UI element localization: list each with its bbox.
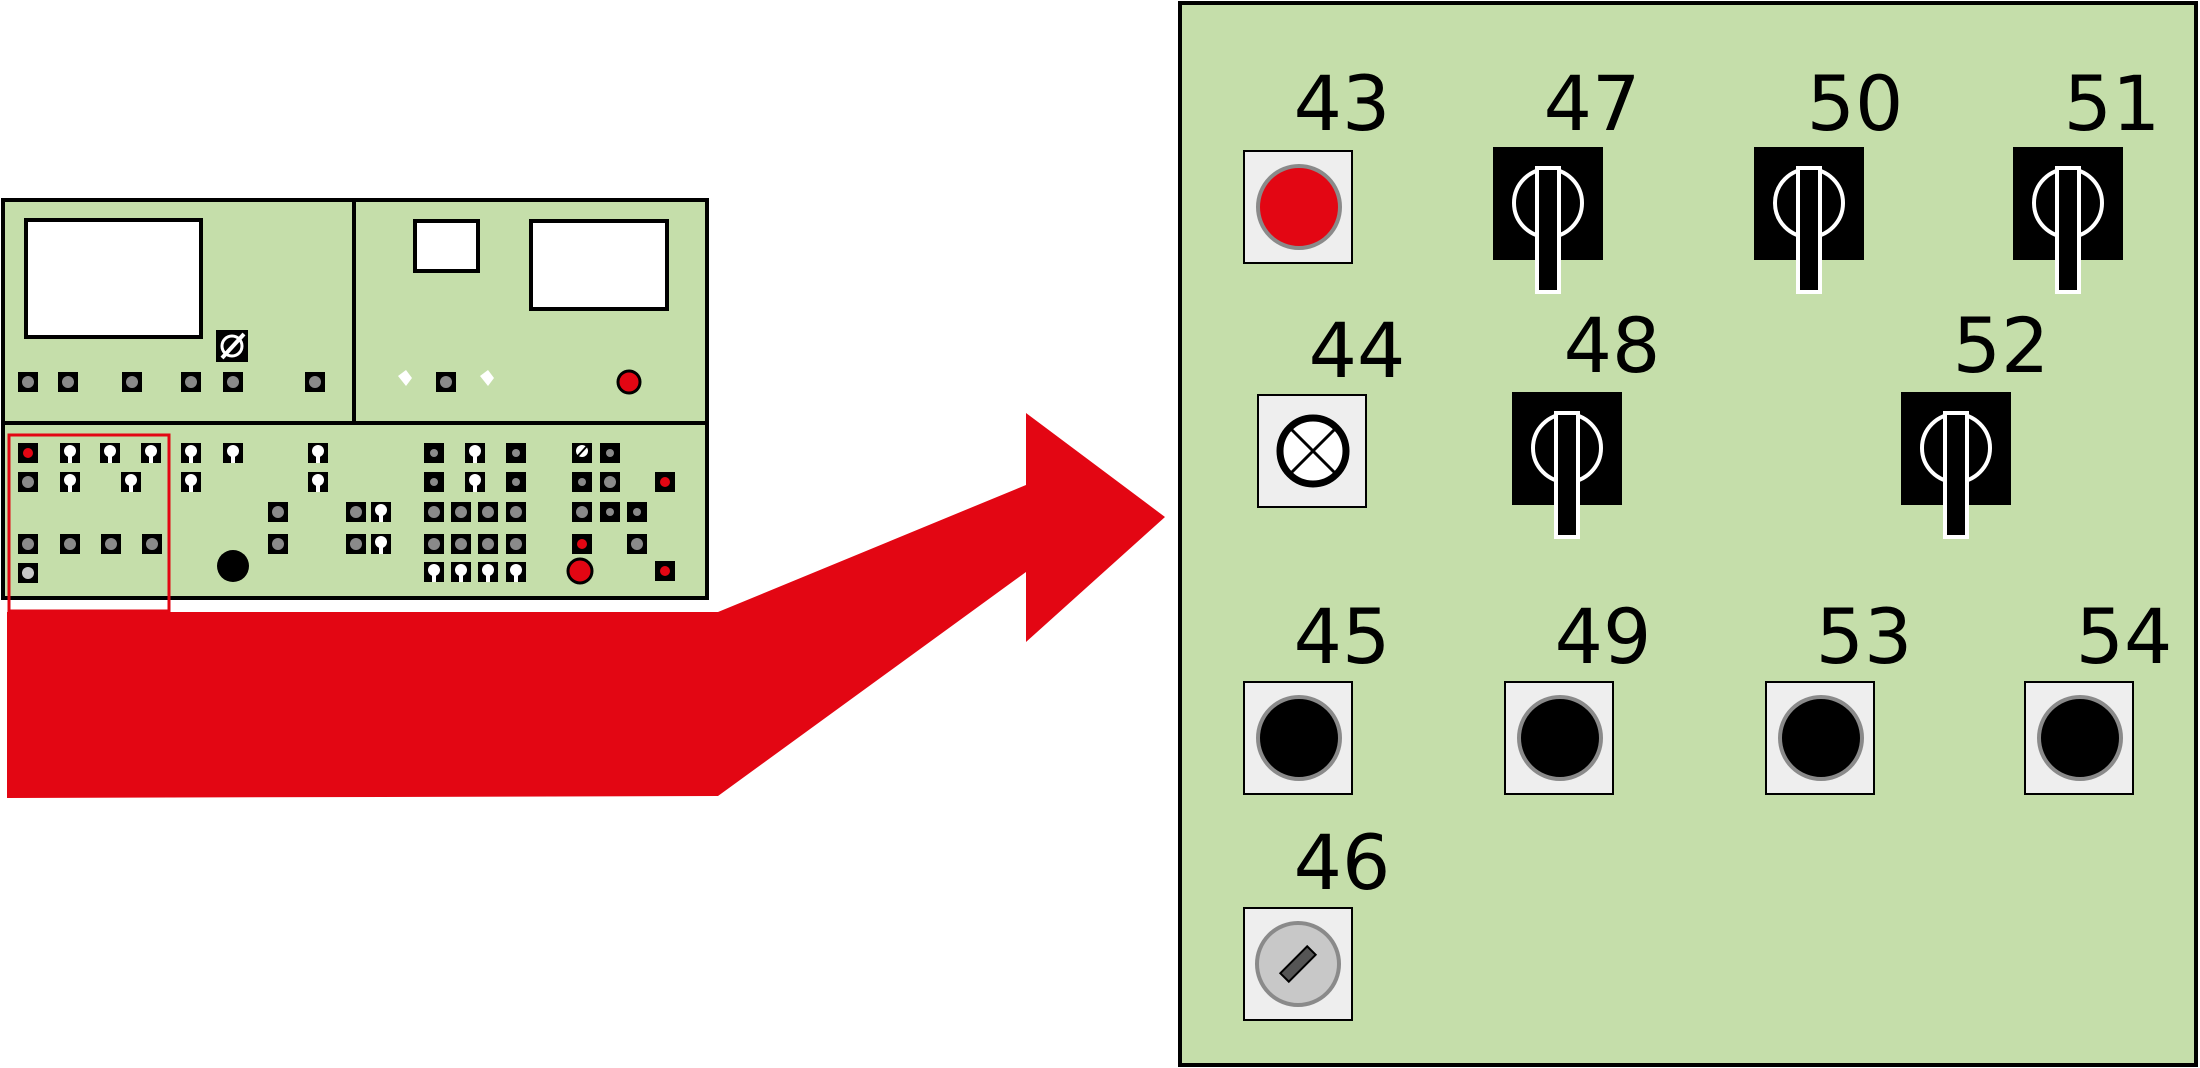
control-label-48: 48 — [1564, 301, 1661, 390]
selector-switch-50[interactable] — [1754, 147, 1864, 294]
overview-buttons-row-upper-left — [18, 372, 325, 392]
selector-switch-47[interactable] — [1493, 147, 1603, 294]
emergency-symbol-icon — [216, 330, 248, 362]
control-label-49: 49 — [1555, 592, 1652, 681]
overview-buttons-upper-right — [398, 369, 642, 395]
red-pushbutton-43[interactable] — [1243, 150, 1353, 264]
black-pushbutton-49[interactable] — [1504, 681, 1614, 795]
black-pushbutton-53[interactable] — [1765, 681, 1875, 795]
overview-selectors-left — [18, 443, 162, 583]
control-label-47: 47 — [1544, 59, 1641, 148]
control-label-54: 54 — [2076, 592, 2173, 681]
overview-controls-far-right — [566, 443, 675, 585]
selector-switch-51[interactable] — [2013, 147, 2123, 294]
black-pushbutton-45[interactable] — [1243, 681, 1353, 795]
display-screen-right — [529, 219, 669, 311]
selector-switch-48[interactable] — [1512, 392, 1622, 539]
control-label-53: 53 — [1816, 592, 1913, 681]
key-switch-46[interactable] — [1243, 907, 1353, 1021]
detail-panel: 43 47 50 51 44 48 52 45 49 53 54 46 — [1178, 1, 2198, 1067]
control-label-45: 45 — [1294, 592, 1391, 681]
overview-controls-middle — [181, 443, 391, 582]
control-label-51: 51 — [2064, 59, 2161, 148]
indicator-lamp-44 — [1257, 394, 1367, 508]
display-screen-left — [24, 218, 203, 339]
control-label-43: 43 — [1294, 59, 1391, 148]
selector-switch-52[interactable] — [1901, 392, 2011, 539]
zoom-arrow — [7, 413, 1165, 798]
control-panel-overview — [1, 198, 709, 613]
display-screen-small — [413, 219, 480, 273]
control-label-44: 44 — [1309, 306, 1406, 395]
control-label-52: 52 — [1953, 301, 2050, 390]
control-label-46: 46 — [1294, 818, 1391, 907]
overview-controls-grid-right — [424, 443, 526, 582]
detail-highlight-frame — [7, 433, 171, 613]
control-label-50: 50 — [1807, 59, 1904, 148]
black-pushbutton-54[interactable] — [2024, 681, 2134, 795]
